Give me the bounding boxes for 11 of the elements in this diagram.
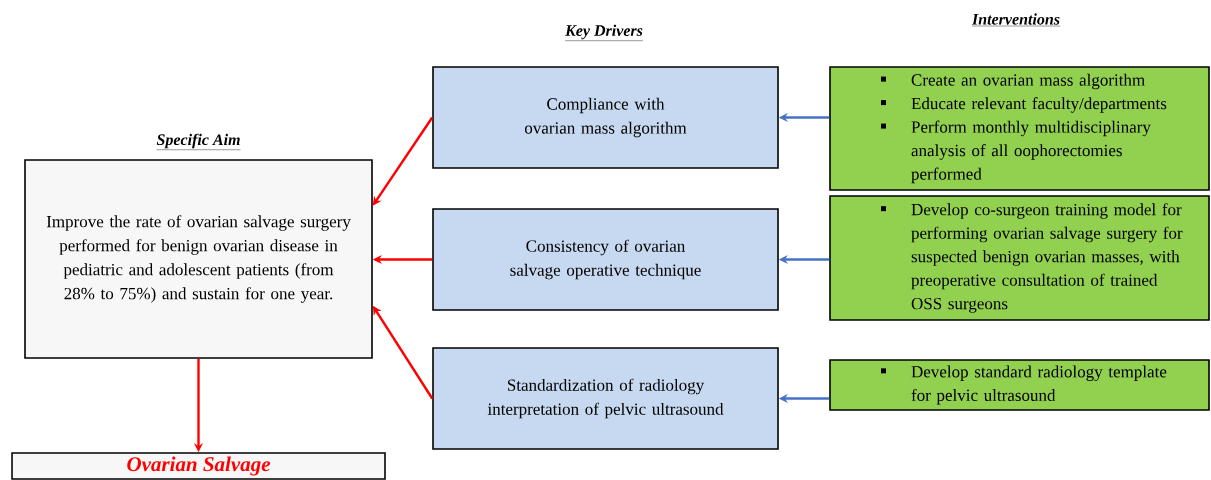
- driver-box: Standardization of radiology interpretation of pelvic ultrasound: [432, 347, 779, 450]
- intervention-box: Develop co-surgeon training model for performing ovarian salvage surgery for suspected benign ovarian masses, with preoperative consultation of trained OSS surgeons: [829, 195, 1210, 321]
- intervention-box: Develop standard radiology template for pelvic ultrasound: [829, 359, 1210, 411]
- column-heading: Interventions: [971, 13, 1061, 27]
- column-heading: Key Drivers: [564, 24, 644, 41]
- driver-box: Compliance with ovarian mass algorithm: [432, 66, 779, 169]
- driver-box: Consistency of ovarian salvage operative technique: [432, 208, 779, 311]
- aim-box: Improve the rate of ovarian salvage surgery performed for benign ovarian disease in pediatric and adolescent patients (from 28% to 75%) and sustain for one year.: [24, 159, 373, 359]
- heading-text: Specific Aim: [156, 133, 241, 150]
- intervention-box: Create an ovarian mass algorithm Educate relevant faculty/departments Perform monthly multidisciplinary analysis of all oophorectomies performed: [829, 66, 1210, 191]
- result-box: Ovarian Salvage: [11, 452, 386, 480]
